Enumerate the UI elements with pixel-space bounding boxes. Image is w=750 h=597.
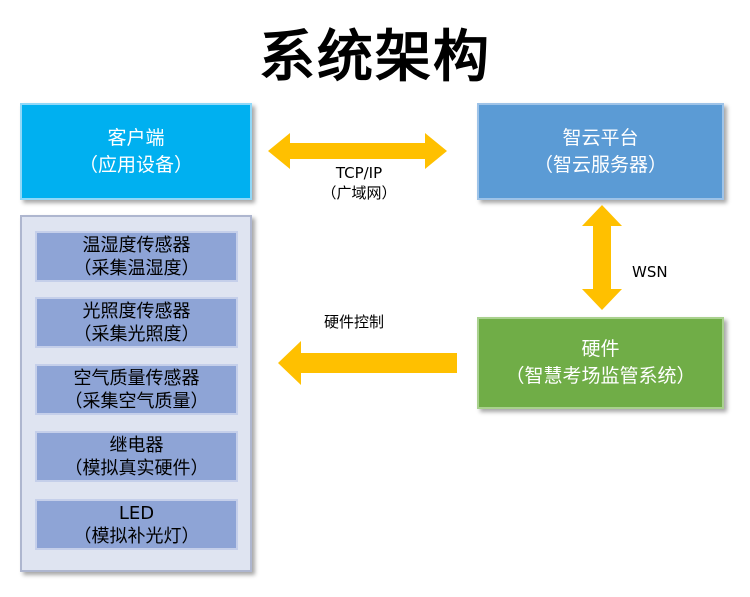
sensor-name: 温湿度传感器 — [82, 234, 191, 256]
sensor-name: 空气质量传感器 — [73, 367, 200, 389]
hardware-control-label: 硬件控制 — [324, 313, 385, 331]
sensor-name: LED — [118, 502, 155, 524]
led: LED （模拟补光灯） — [35, 499, 238, 550]
cloud-subtitle: （智云服务器） — [533, 153, 667, 176]
sensor-desc: （采集温湿度） — [73, 257, 200, 279]
tcp-ip-protocol: TCP/IP — [335, 164, 383, 182]
hardware-control-arrow — [278, 341, 457, 385]
hardware-name: 硬件 — [581, 338, 620, 360]
tcp-ip-network: （广域网） — [321, 184, 397, 202]
wsn-double-arrow — [582, 205, 622, 310]
sensor-name: 光照度传感器 — [82, 300, 191, 322]
sensor-air-quality: 空气质量传感器 （采集空气质量） — [35, 364, 238, 415]
client-subtitle: （应用设备） — [78, 153, 193, 176]
sensor-desc: （模拟真实硬件） — [64, 457, 209, 479]
cloud-name: 智云平台 — [562, 126, 639, 149]
tcp-ip-label: TCP/IP （广域网） — [303, 163, 415, 203]
sensor-desc: （模拟补光灯） — [73, 525, 200, 547]
client-name: 客户端 — [107, 126, 165, 149]
hardware-subtitle: （智慧考场监管系统） — [505, 365, 696, 387]
sensor-temperature-humidity: 温湿度传感器 （采集温湿度） — [35, 231, 238, 282]
client-box: 客户端 （应用设备） — [20, 103, 252, 200]
wsn-label: WSN — [632, 263, 668, 281]
hardware-box: 硬件 （智慧考场监管系统） — [477, 317, 724, 409]
sensor-desc: （采集光照度） — [73, 323, 200, 345]
sensor-illuminance: 光照度传感器 （采集光照度） — [35, 297, 238, 348]
sensor-desc: （采集空气质量） — [64, 390, 209, 412]
cloud-platform-box: 智云平台 （智云服务器） — [477, 103, 724, 200]
sensor-name: 继电器 — [109, 434, 164, 456]
diagram-title: 系统架构 — [259, 25, 491, 90]
device-panel: 温湿度传感器 （采集温湿度） 光照度传感器 （采集光照度） 空气质量传感器 （采… — [20, 215, 252, 572]
relay: 继电器 （模拟真实硬件） — [35, 431, 238, 482]
tcp-ip-double-arrow — [268, 133, 447, 169]
